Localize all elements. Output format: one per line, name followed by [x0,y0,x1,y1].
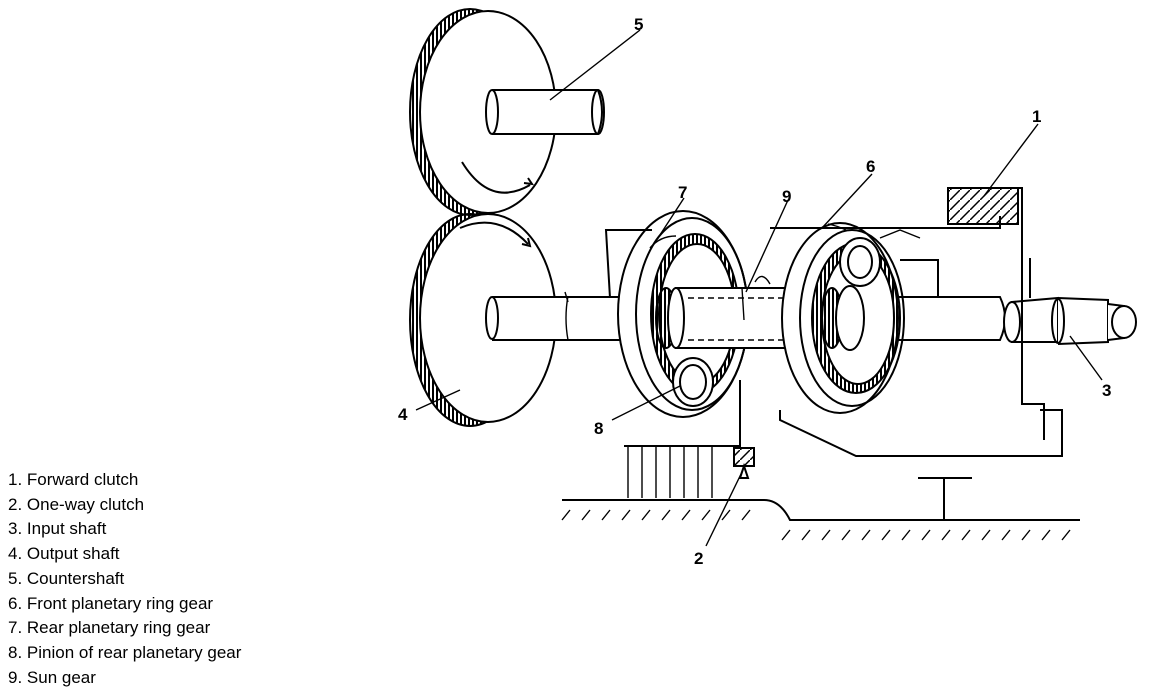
input-shaft [1003,296,1137,345]
countershaft [485,89,605,135]
callout-8: 8 [594,419,603,438]
callout-leader-lines [415,29,1103,547]
legend-item: 2. One-way clutch [8,494,145,514]
legend-item: 4. Output shaft [8,544,120,564]
callout-6: 6 [866,157,875,176]
legend-item: 1. Forward clutch [8,470,139,489]
callout-5: 5 [634,15,643,34]
callout-7: 7 [678,183,687,202]
legend-item: 6. Front planetary ring gear [8,593,214,613]
forward-clutch [947,187,1045,440]
transmission-housing-ground [561,477,1080,541]
callout-1: 1 [1032,107,1041,126]
legend-item: 9. Sun gear [8,667,96,687]
countershaft-gear [409,8,605,216]
one-way-clutch [624,445,755,498]
drive-linkage [604,216,1063,457]
legend-item: 3. Input shaft [8,519,107,539]
callout-2: 2 [694,549,703,568]
legend-item: 8. Pinion of rear planetary gear [8,642,242,662]
parts-legend: 1. Forward clutch 2. One-way clutch 3. I… [8,468,241,690]
rear-planetary-pinion [672,357,714,407]
legend-item: 7. Rear planetary ring gear [8,618,211,638]
callout-3: 3 [1102,381,1111,400]
legend-item: 5. Countershaft [8,568,125,588]
callout-4: 4 [398,405,408,424]
front-planetary-ring-gear [781,222,905,414]
callout-9: 9 [782,187,791,206]
